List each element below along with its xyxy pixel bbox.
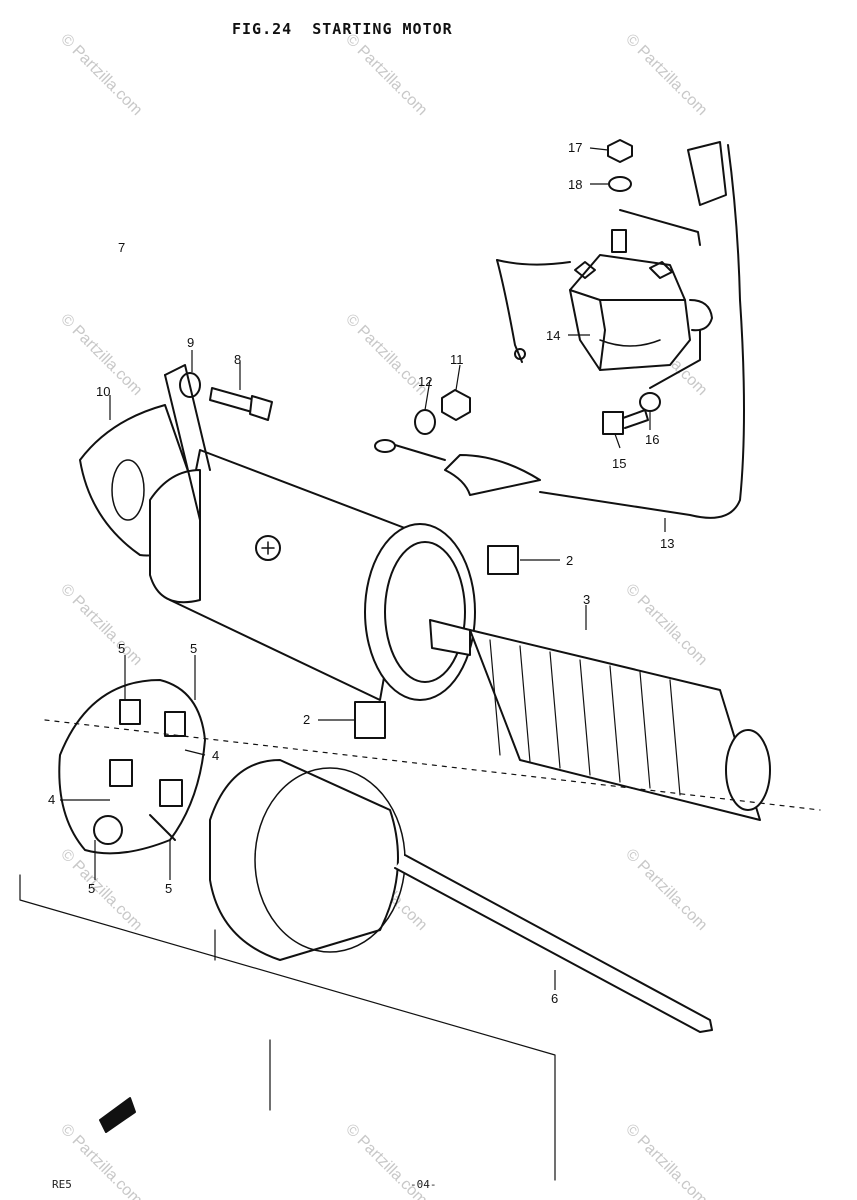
figure-title: FIG.24 STARTING MOTOR	[232, 20, 453, 38]
brush-lead-connector	[487, 545, 519, 575]
callout-2: 2	[303, 712, 310, 727]
watermark: © Partzilla.com	[622, 31, 710, 119]
nut-11	[441, 389, 471, 421]
callout-14: 14	[546, 328, 560, 343]
watermark: © Partzilla.com	[622, 846, 710, 934]
callout-18: 18	[568, 177, 582, 192]
brush-lead-connector	[354, 701, 386, 739]
nut-17	[607, 139, 633, 163]
callout-15: 15	[612, 456, 626, 471]
callout-3: 3	[583, 592, 590, 607]
callouts: 17 18 14 15 16 11 12 9 8 10 13 2 2 3 5 5…	[48, 140, 674, 1006]
callout-4: 4	[48, 792, 55, 807]
callout-8: 8	[234, 352, 241, 367]
callout-5: 5	[165, 881, 172, 896]
starter-cable	[374, 141, 745, 519]
armature	[429, 619, 771, 821]
bolt-15	[602, 409, 649, 435]
motor-yoke-housing	[149, 364, 476, 701]
washer-18	[608, 176, 632, 192]
washer-16	[639, 392, 661, 412]
washer-12	[414, 409, 436, 435]
callout-13: 13	[660, 536, 674, 551]
watermark: © Partzilla.com	[57, 31, 145, 119]
watermark: © Partzilla.com	[622, 1121, 710, 1200]
callout-4: 4	[212, 748, 219, 763]
callout-2: 2	[566, 553, 573, 568]
callout-5: 5	[88, 881, 95, 896]
page-number: -04-	[410, 1178, 437, 1191]
watermark: © Partzilla.com	[57, 846, 145, 934]
starter-solenoid	[496, 229, 713, 371]
callout-11: 11	[450, 352, 464, 367]
callout-12: 12	[418, 374, 432, 389]
bolt-8	[209, 387, 273, 421]
watermark: © Partzilla.com	[57, 581, 145, 669]
callout-6: 6	[551, 991, 558, 1006]
front-direction-arrow	[99, 1097, 136, 1133]
through-bolt	[394, 854, 713, 1033]
callout-9: 9	[187, 335, 194, 350]
callout-17: 17	[568, 140, 582, 155]
end-cover	[209, 759, 406, 961]
watermark: © Partzilla.com	[622, 581, 710, 669]
callout-16: 16	[645, 432, 659, 447]
callout-7: 7	[118, 240, 125, 255]
callout-10: 10	[96, 384, 110, 399]
brush-holder	[58, 679, 206, 855]
callout-5: 5	[190, 641, 197, 656]
callout-5: 5	[118, 641, 125, 656]
watermark: © Partzilla.com	[342, 31, 430, 119]
footer-code: RE5	[52, 1178, 72, 1191]
